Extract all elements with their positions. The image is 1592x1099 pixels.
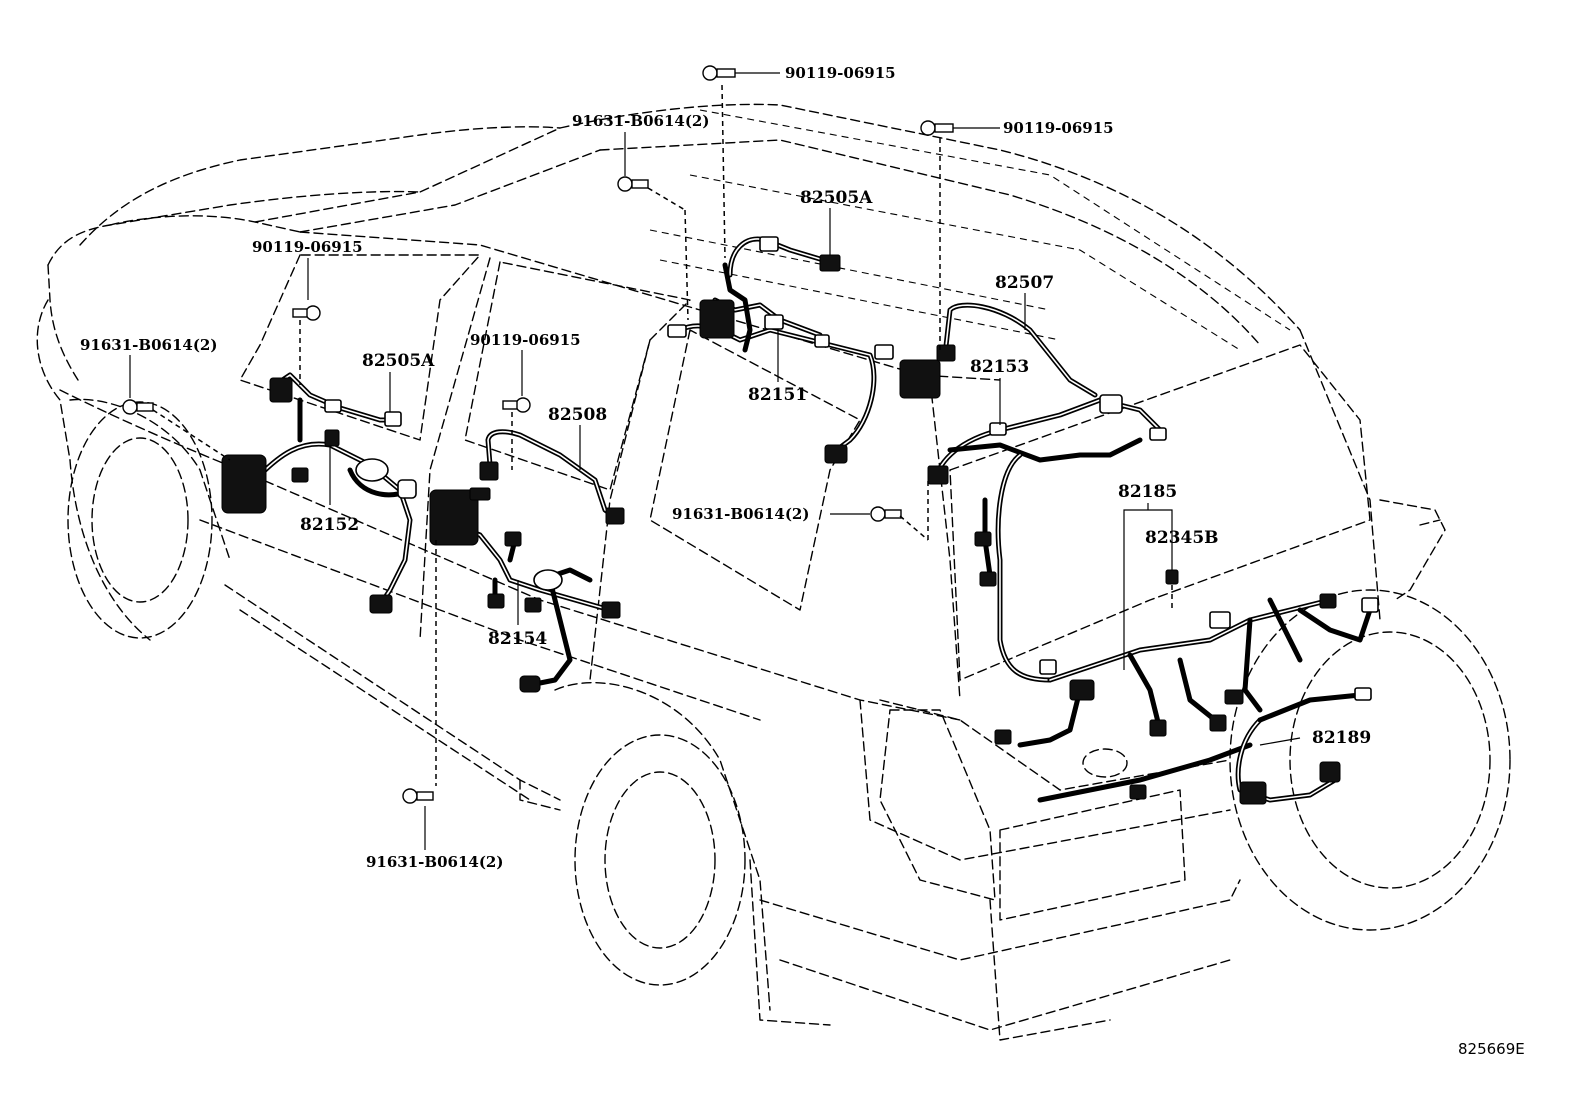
fastener-icons <box>122 65 954 804</box>
label-clip-front: 91631-B0614(2) <box>80 336 217 354</box>
label-bolt-roof-right: 90119-06915 <box>1003 119 1114 137</box>
label-82507: 82507 <box>995 273 1054 293</box>
label-clip-quarter: 91631-B0614(2) <box>672 505 809 523</box>
harness-82507 <box>936 302 1098 398</box>
label-82153: 82153 <box>970 357 1029 377</box>
diagram-reference-number: 825669E <box>1458 1040 1525 1058</box>
harness-82505A-roof <box>727 236 841 278</box>
harness-82151 <box>667 262 894 464</box>
label-clip-bottom: 91631-B0614(2) <box>366 853 503 871</box>
label-82189: 82189 <box>1312 728 1371 748</box>
label-82154: 82154 <box>488 629 547 649</box>
label-clip-roof: 91631-B0614(2) <box>572 112 709 130</box>
label-bolt-rear-door: 90119-06915 <box>470 331 581 349</box>
label-82152: 82152 <box>300 515 359 535</box>
label-82345B: 82345B <box>1145 528 1219 548</box>
label-bolt-front-door: 90119-06915 <box>252 238 363 256</box>
harness-82508 <box>479 429 625 525</box>
harness-82505A-door <box>269 372 402 427</box>
leader-lines <box>129 72 1301 850</box>
harness-82153-82185 <box>899 359 1337 803</box>
label-82505A-roof: 82505A <box>800 188 873 208</box>
harness-82152 <box>221 397 417 614</box>
harness-82189 <box>1235 597 1379 805</box>
label-82185: 82185 <box>1118 482 1177 502</box>
label-82505A-door: 82505A <box>362 351 435 371</box>
label-82151: 82151 <box>748 385 807 405</box>
label-bolt-roof-top: 90119-06915 <box>785 64 896 82</box>
part-labels: 90119-06915 90119-06915 91631-B0614(2) 8… <box>80 64 1525 1058</box>
label-82508: 82508 <box>548 405 607 425</box>
harness-82154 <box>429 487 621 693</box>
